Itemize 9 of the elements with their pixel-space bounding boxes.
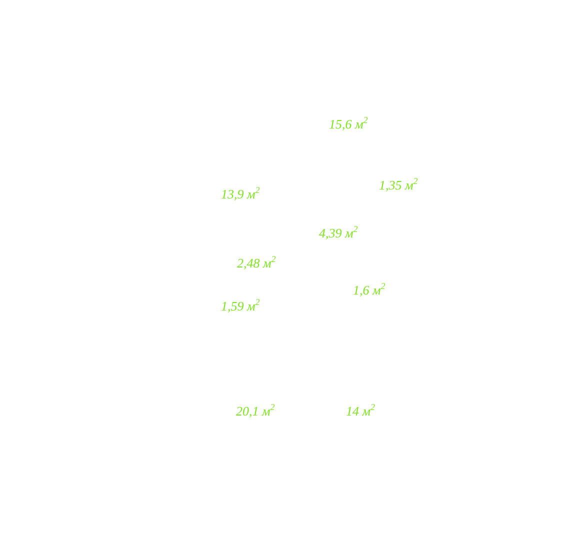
room-area-label: 13,9 м$^{2}$: [221, 186, 260, 200]
room-area-label: 14 м$^{2}$: [346, 403, 376, 418]
room-area-label: 2,48 м$^{2}$: [237, 255, 276, 270]
room-area-label: 15,6 м$^{2}$: [329, 116, 368, 130]
room-area-label: 4,39 м$^{2}$: [319, 225, 358, 240]
room-area-label: 20,1 м$^{2}$: [236, 403, 275, 418]
room-area-label: 1,6 м$^{2}$: [353, 282, 386, 296]
room-area-label: 1,35 м$^{2}$: [379, 177, 418, 192]
room-area-label: 1,59 м$^{2}$: [221, 298, 260, 312]
